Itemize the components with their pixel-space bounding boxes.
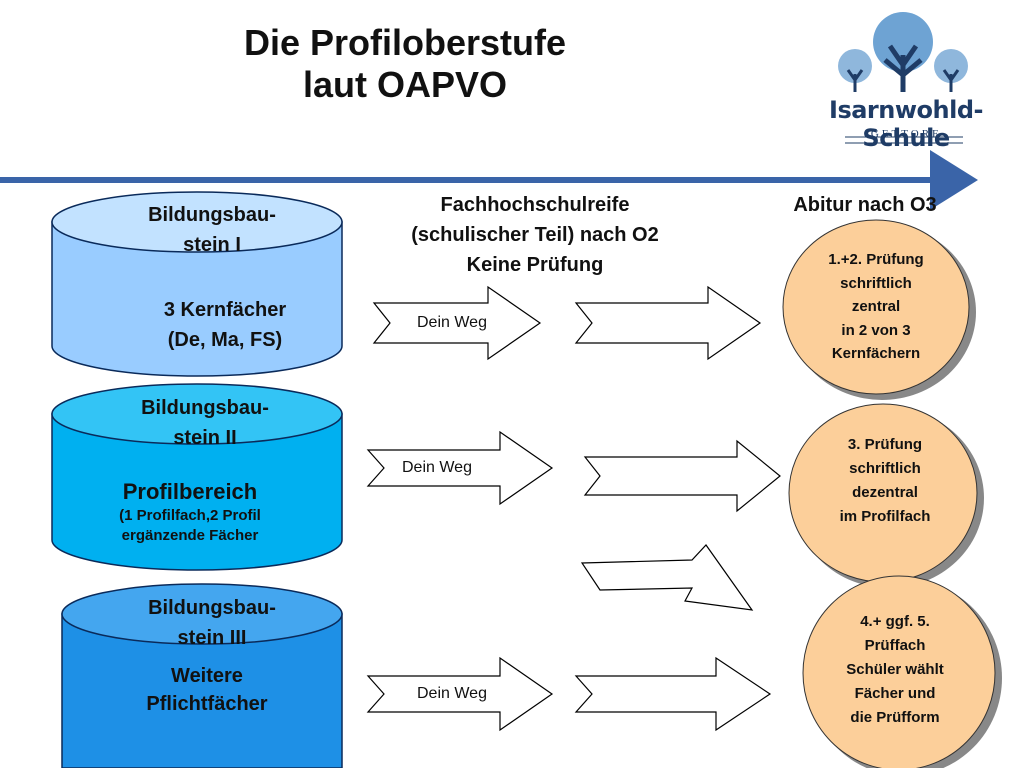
arrow-diagonal — [580, 544, 754, 611]
block-3-body: Weitere Pflichtfächer — [92, 662, 322, 718]
heading-fhr-line-2: (schulischer Teil) nach O2 — [411, 224, 659, 246]
block-2-body: Profilbereich (1 Profilfach,2 Profil erg… — [75, 478, 305, 546]
exam-3-line-1: 4.+ ggf. 5. — [860, 613, 930, 630]
block-2-title-line-2: stein II — [173, 427, 237, 449]
arrow-dein-weg-1 — [372, 285, 542, 361]
block-2-body-line-1: Profilbereich — [122, 479, 258, 504]
tree-icon-left — [838, 49, 872, 92]
title-line-2: laut OAPVO — [302, 64, 508, 105]
school-logo-place: GETTORF — [870, 128, 942, 140]
exam-3-line-3: Schüler wählt — [846, 661, 944, 678]
block-2-title: Bildungsbau- stein II — [90, 393, 320, 453]
tree-icon-right — [934, 49, 968, 92]
block-1-body: 3 Kernfächer (De, Ma, FS) — [110, 295, 340, 355]
exam-oval-1 — [782, 219, 976, 400]
exam-3-line-2: Prüffach — [864, 637, 926, 654]
exam-3-text: 4.+ ggf. 5. Prüffach Schüler wählt Fäche… — [805, 610, 985, 730]
block-1-body-line-2: (De, Ma, FS) — [167, 329, 283, 351]
arrow-label-1: Dein Weg — [417, 314, 487, 331]
exam-1-line-3: zentral — [851, 298, 901, 315]
arrow-to-exam-1 — [574, 285, 762, 361]
tree-icon — [838, 12, 968, 144]
exam-2-line-4: im Profilfach — [839, 508, 931, 525]
block-1-title-line-1: Bildungsbau- — [148, 204, 276, 226]
exam-3-line-4: Fächer und — [854, 685, 936, 702]
block-3-body-line-2: Pflichtfächer — [146, 693, 268, 715]
exam-1-line-4: in 2 von 3 — [841, 321, 911, 339]
exam-2-text: 3. Prüfung schriftlich dezentral im Prof… — [795, 433, 975, 529]
arrow-to-exam-3 — [574, 656, 772, 732]
heading-fhr-line-1: Fachhochschulreife — [440, 194, 630, 216]
exam-1-line-1: 1.+2. Prüfung — [828, 251, 924, 268]
page-title: Die Profiloberstufe laut OAPVO — [180, 22, 630, 106]
exam-1-text: 1.+2. Prüfung schriftlich zentral in 2 v… — [786, 248, 966, 366]
block-cylinder-2 — [51, 383, 343, 571]
block-1-title-line-2: stein I — [183, 234, 241, 256]
exam-2-line-2: schriftlich — [849, 460, 921, 477]
exam-1-line-5: Kernfächern — [831, 345, 921, 362]
block-3-title: Bildungsbau- stein III — [97, 593, 327, 653]
block-1-title: Bildungsbau- stein I — [97, 200, 327, 260]
block-3-body-line-1: Weitere — [171, 665, 243, 687]
arrow-to-exam-2 — [583, 439, 781, 513]
heading-fachhochschulreife: Fachhochschulreife (schulischer Teil) na… — [360, 190, 710, 280]
exam-3-line-5: die Prüfform — [850, 709, 940, 726]
block-2-title-line-1: Bildungsbau- — [141, 397, 269, 419]
arrow-dein-weg-2 — [366, 430, 554, 506]
arrow-dein-weg-3 — [366, 656, 554, 732]
arrow-label-3: Dein Weg — [417, 685, 487, 702]
block-cylinder-1 — [51, 191, 343, 377]
tree-icon-center — [873, 12, 933, 92]
block-1-body-line-1: 3 Kernfächer — [163, 299, 287, 321]
block-3-title-line-1: Bildungsbau- — [148, 597, 276, 619]
title-line-1: Die Profiloberstufe — [243, 22, 567, 63]
exam-oval-3 — [802, 575, 1002, 768]
arrow-label-2: Dein Weg — [402, 459, 472, 476]
block-cylinder-3 — [61, 583, 343, 768]
exam-2-line-1: 3. Prüfung — [847, 436, 923, 453]
exam-1-line-2: schriftlich — [840, 274, 912, 292]
exam-2-line-3: dezentral — [852, 484, 918, 501]
block-3-title-line-2: stein III — [177, 627, 247, 649]
heading-fhr-line-3: Keine Prüfung — [466, 254, 604, 276]
block-2-body-line-3: ergänzende Fächer — [121, 527, 259, 544]
exam-oval-2 — [788, 403, 984, 588]
school-logo-name: Isarnwohld-Schule — [829, 96, 983, 152]
block-2-body-line-2: (1 Profilfach,2 Profil — [119, 507, 261, 524]
heading-abitur: Abitur nach O3 — [793, 194, 937, 216]
